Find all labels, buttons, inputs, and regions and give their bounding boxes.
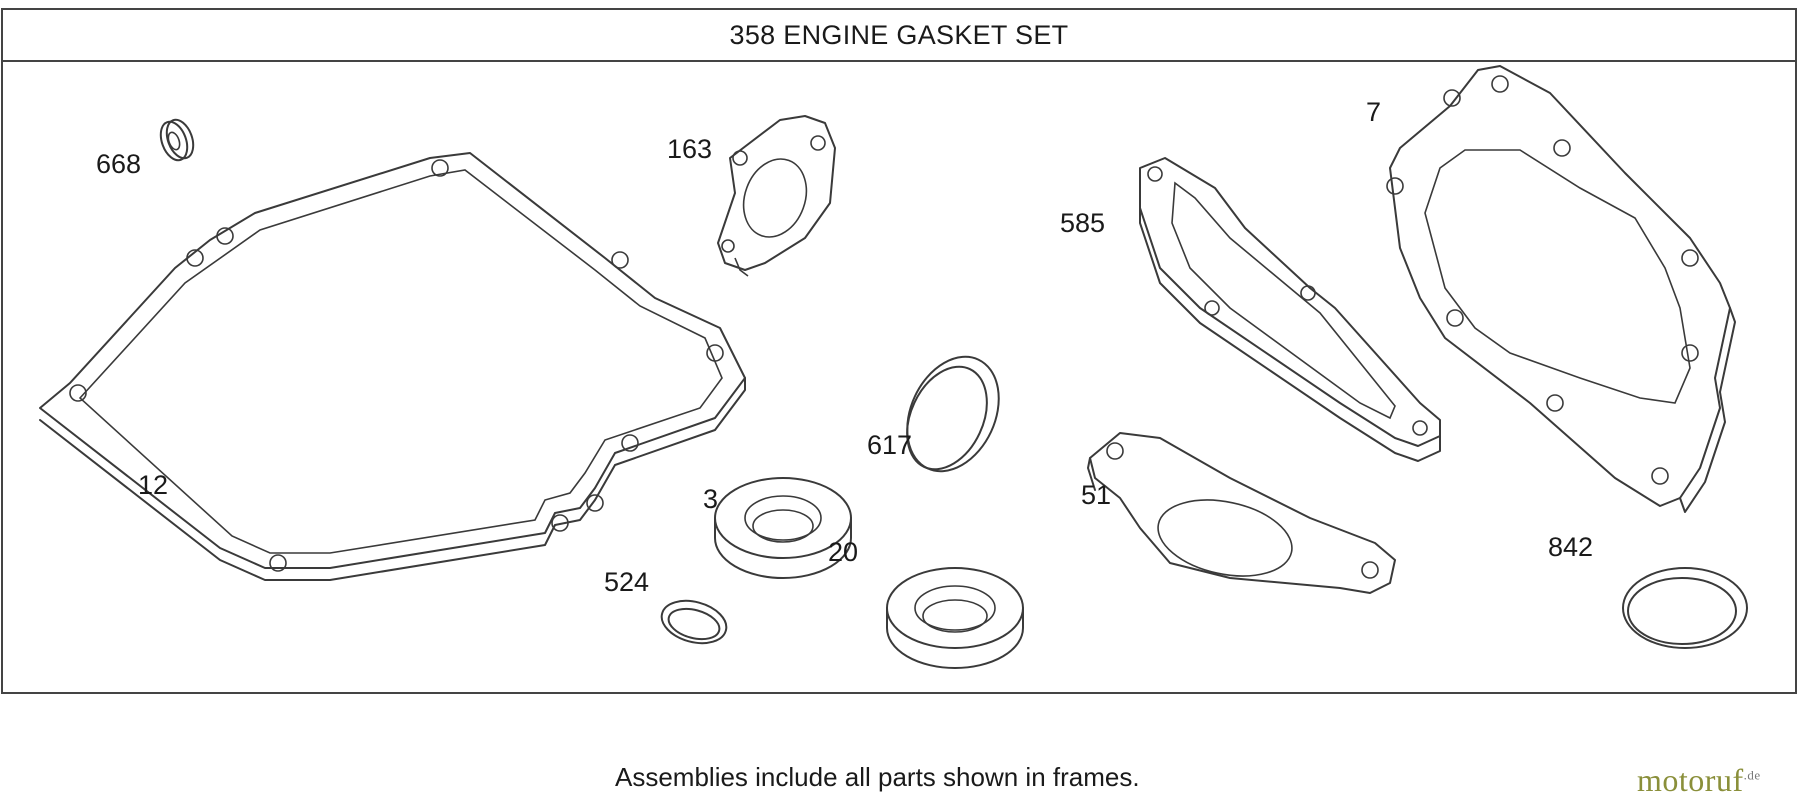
part-7-head-gasket[interactable]	[1386, 65, 1736, 513]
callout-842: 842	[1548, 532, 1593, 562]
part-617-o-ring[interactable]	[890, 342, 1017, 486]
callout-524: 524	[604, 567, 649, 597]
watermark-name: motoruf	[1637, 762, 1744, 798]
watermark-suffix: .de	[1743, 767, 1761, 783]
callout-585: 585	[1060, 208, 1105, 238]
callout-7: 7	[1366, 97, 1381, 127]
callout-3: 3	[703, 484, 718, 514]
callout-668: 668	[96, 149, 141, 179]
part-12-crankcase-gasket[interactable]	[39, 152, 746, 581]
part-668-seal[interactable]	[156, 116, 198, 164]
callout-20: 20	[828, 537, 858, 567]
part-842-seal-ring[interactable]	[1622, 567, 1748, 649]
watermark-logo: motoruf.de	[1637, 762, 1761, 799]
callout-163: 163	[667, 134, 712, 164]
parts-diagram: 668 163 7 585 12 617 3 51 20 524 842	[39, 65, 1748, 669]
diagram-title: 358 ENGINE GASKET SET	[3, 10, 1795, 62]
diagram-frame: 358 ENGINE GASKET SET	[1, 8, 1797, 694]
part-524-seal-ring[interactable]	[657, 594, 731, 650]
callout-617: 617	[867, 430, 912, 460]
part-20-oil-seal[interactable]	[886, 567, 1024, 669]
footer-note: Assemblies include all parts shown in fr…	[615, 762, 1140, 792]
part-585-gasket[interactable]	[1139, 157, 1441, 462]
callout-51: 51	[1081, 480, 1111, 510]
part-51-exhaust-gasket[interactable]	[1087, 432, 1396, 594]
part-3-oil-seal[interactable]	[714, 477, 852, 579]
part-163-gasket[interactable]	[717, 115, 836, 277]
callout-12: 12	[138, 470, 168, 500]
